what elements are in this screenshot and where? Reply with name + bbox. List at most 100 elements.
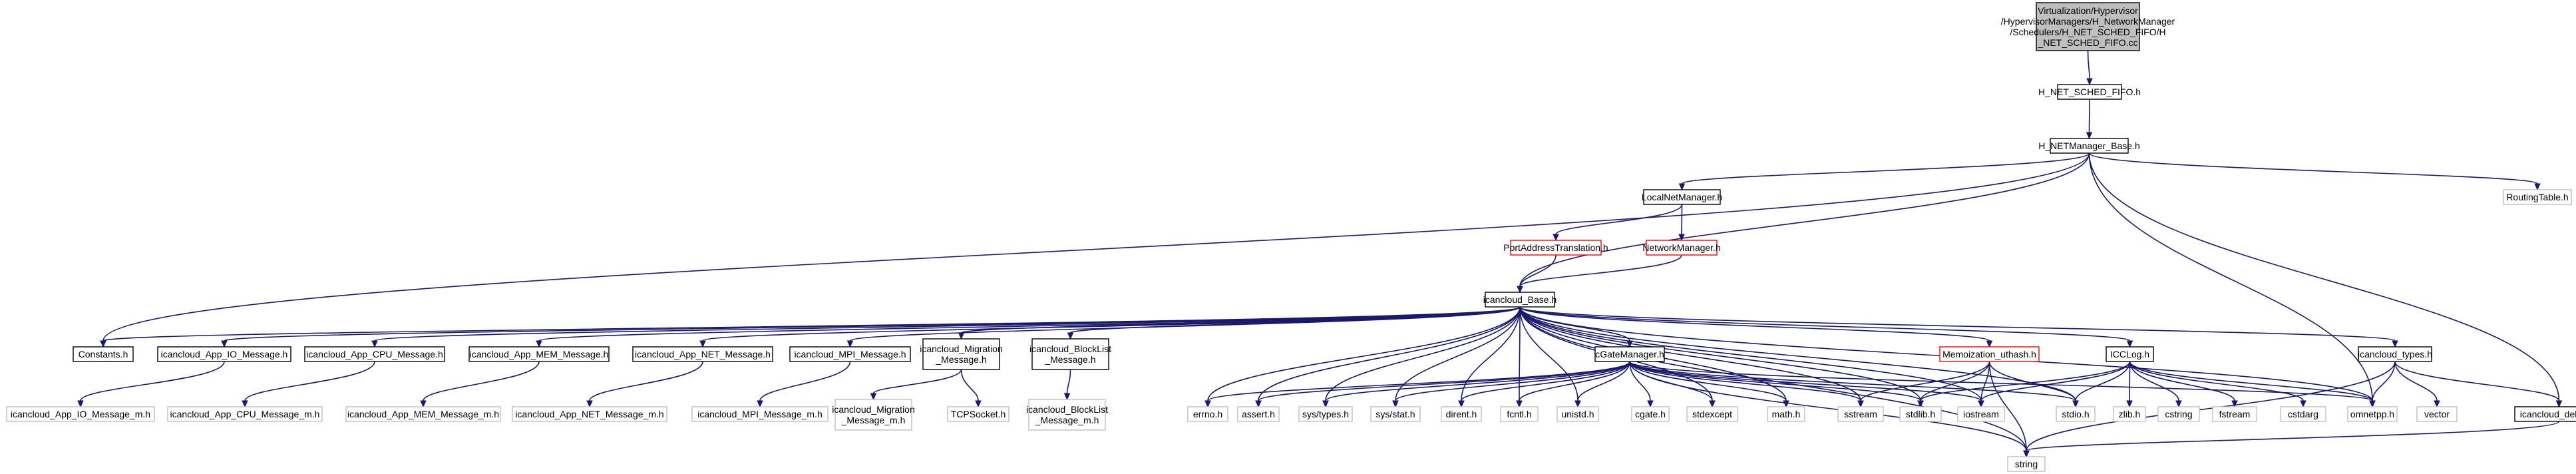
edge-cgatemanager-to-sys-stat	[1395, 361, 1630, 401]
edge-arrowhead	[77, 400, 84, 408]
node-label: omnetpp.h	[2350, 409, 2394, 419]
edge-memoization-to-stdio	[1988, 361, 2076, 401]
node-memoization[interactable]: Memoization_uthash.h	[1939, 346, 2040, 362]
edge-icclog-to-iostream	[1980, 361, 2131, 401]
node-localnetmanager[interactable]: LocalNetManager.h	[1642, 189, 1722, 205]
node-label: icancloud_App_NET_Message_m.h	[515, 409, 663, 419]
edge-app-io-to-app-io-m	[80, 361, 225, 401]
node-box	[157, 346, 291, 362]
node-errno: errno.h	[1187, 406, 1228, 422]
node-blocklist-msg[interactable]: icancloud_BlockList_Message.h	[1029, 338, 1111, 370]
node-sys-types: sys/types.h	[1298, 406, 1353, 422]
edge-arrowhead	[1783, 400, 1789, 408]
node-box	[1899, 406, 1942, 422]
node-icancloud-types[interactable]: icancloud_types.h	[2358, 346, 2432, 362]
edge-migration-msg-to-tcpsocket	[960, 369, 979, 401]
node-math: math.h	[1767, 406, 1805, 422]
node-label: cGateManager.h	[1595, 349, 1664, 359]
node-h-net-sched-fifo[interactable]: H_NET_SCHED_FIFO.h	[2038, 84, 2141, 100]
node-label: icancloud_MPI_Message_m.h	[697, 409, 823, 419]
edge-h-netmanager-base-to-omnetpp	[2088, 152, 2373, 401]
edge-arrowhead	[1647, 400, 1654, 408]
edge-arrowhead	[1553, 234, 1559, 242]
edge-arrowhead	[1709, 400, 1716, 408]
node-app-io[interactable]: icancloud_App_IO_Message.h	[157, 346, 291, 362]
edge-arrowhead	[1978, 400, 1984, 408]
node-label: errno.h	[1193, 409, 1222, 419]
edge-arrowhead	[699, 340, 706, 348]
node-app-cpu[interactable]: icancloud_App_CPU_Message.h	[304, 346, 445, 362]
edge-arrowhead	[2392, 340, 2398, 348]
node-dirent: dirent.h	[1441, 406, 1482, 422]
node-box	[1643, 189, 1721, 205]
node-app-net[interactable]: icancloud_App_NET_Message.h	[632, 346, 773, 362]
node-box	[1298, 406, 1353, 422]
node-mpi-msg[interactable]: icancloud_MPI_Message.h	[789, 346, 911, 362]
node-label: _NET_SCHED_FIFO.cc	[2037, 37, 2137, 48]
edge-icancloud-base-to-fcntl	[1519, 306, 1521, 401]
node-box	[2057, 84, 2122, 100]
node-icancloud-debug[interactable]: icancloud_debug.h	[2514, 406, 2576, 422]
edge-arrowhead	[2175, 400, 2182, 408]
node-label: LocalNetManager.h	[1642, 192, 1722, 202]
node-box	[1557, 406, 1599, 422]
edge-icclog-to-fstream	[2129, 361, 2235, 401]
edge-arrowhead	[1067, 332, 1074, 340]
node-stdexcept: stdexcept	[1686, 406, 1738, 422]
node-box	[2514, 406, 2576, 422]
node-label: icancloud_BlockList	[1026, 404, 1108, 415]
node-box	[1237, 406, 1280, 422]
node-label: iostream	[1963, 409, 1999, 419]
node-box	[345, 406, 501, 422]
node-zlib: zlib.h	[2113, 406, 2146, 422]
node-label: icancloud_Base.h	[1483, 294, 1557, 305]
node-box	[2036, 2, 2140, 51]
node-icancloud-base[interactable]: icancloud_Base.h	[1483, 292, 1557, 308]
node-networkmanager[interactable]: NetworkManager.h	[1642, 240, 1721, 256]
node-box	[1187, 406, 1228, 422]
node-migration-msg[interactable]: icancloud_Migration_Message.h	[920, 338, 1003, 370]
edge-arrowhead	[242, 400, 248, 408]
node-blocklist-m: icancloud_BlockList_Message_m.h	[1026, 399, 1108, 431]
node-label: TCPSocket.h	[951, 409, 1006, 419]
edge-h-netmanager-base-to-constants	[102, 152, 2090, 342]
edge-cgatemanager-to-cgate	[1629, 361, 1651, 401]
node-app-mem-m: icancloud_App_MEM_Message_m.h	[345, 406, 501, 422]
edge-arrowhead	[1322, 400, 1329, 408]
node-label: _Message_m.h	[841, 415, 906, 425]
node-app-mem[interactable]: icancloud_App_MEM_Message.h	[468, 346, 610, 362]
node-label: NetworkManager.h	[1642, 242, 1721, 253]
edge-arrowhead	[1516, 400, 1523, 408]
node-label: /Schedulers/H_NET_SCHED_FIFO/H	[2010, 27, 2165, 37]
node-label: icancloud_App_IO_Message.h	[161, 349, 288, 359]
node-label: icancloud_App_IO_Message_m.h	[11, 409, 150, 419]
edge-icancloud-base-to-app-net	[702, 306, 1521, 342]
edge-icancloud-base-to-unistd	[1519, 306, 1578, 401]
node-portaddresstranslation[interactable]: PortAddressTranslation.h	[1503, 240, 1608, 256]
edge-arrowhead	[2231, 400, 2238, 408]
node-label: H_NETManager_Base.h	[2038, 140, 2140, 151]
edge-blocklist-msg-to-blocklist-m	[1066, 369, 1071, 394]
node-label: icancloud_Migration	[832, 404, 915, 415]
node-assert: assert.h	[1237, 406, 1280, 422]
edge-cgatemanager-to-assert	[1258, 361, 1630, 401]
node-cgatemanager[interactable]: cGateManager.h	[1594, 346, 1665, 362]
node-root[interactable]: Virtualization/Hypervisor/HypervisorMana…	[2001, 2, 2175, 51]
edge-cgatemanager-to-string	[1629, 361, 2027, 451]
node-box	[2106, 346, 2154, 362]
node-constants[interactable]: Constants.h	[73, 346, 134, 362]
edge-arrowhead	[1392, 400, 1399, 408]
node-icclog[interactable]: ICCLog.h	[2106, 346, 2154, 362]
edge-cgatemanager-to-iostream	[1629, 361, 1982, 401]
edge-icancloud-types-to-string	[2026, 361, 2396, 451]
node-box	[1028, 399, 1106, 431]
node-box	[1510, 240, 1602, 256]
edge-app-net-to-app-net-m	[589, 361, 703, 401]
edge-icancloud-base-to-sys-stat	[1395, 306, 1521, 401]
edge-arrowhead	[586, 400, 593, 408]
node-label: stdexcept	[1692, 409, 1732, 419]
edge-icancloud-base-to-iostream	[1519, 306, 1982, 401]
edge-arrowhead	[1204, 400, 1211, 408]
node-h-netmanager-base[interactable]: H_NETManager_Base.h	[2038, 138, 2140, 154]
